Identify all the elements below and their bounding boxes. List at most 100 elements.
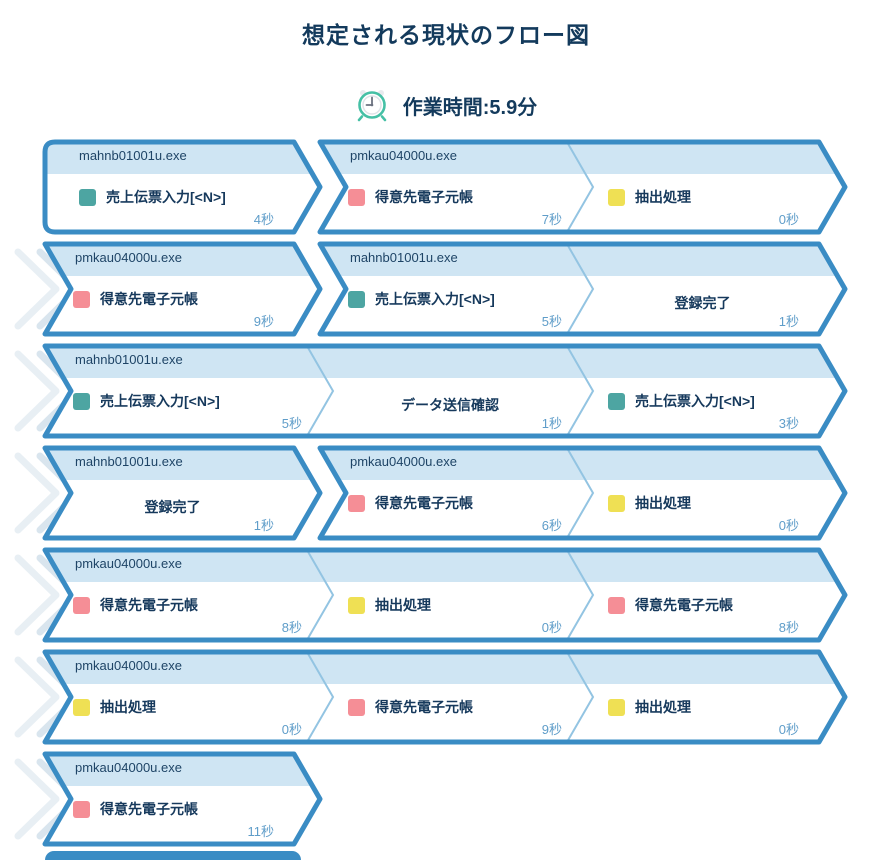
exe-name: mahnb01001u.exe	[79, 148, 187, 163]
teal-square-icon	[348, 290, 365, 308]
step-label: 得意先電子元帳	[100, 597, 198, 613]
step-duration: 0秒	[541, 620, 562, 635]
flow-step: 抽出処理	[608, 697, 691, 717]
page-title: 想定される現状のフロー図	[302, 22, 590, 48]
step-label: 売上伝票入力[<N>]	[635, 393, 755, 409]
flow-step: 売上伝票入力[<N>]	[79, 187, 226, 207]
work-time-row: 作業時間:5.9分	[0, 88, 892, 122]
pink-square-icon	[73, 800, 90, 818]
step-label: 得意先電子元帳	[100, 801, 198, 817]
step-label: 得意先電子元帳	[375, 189, 473, 205]
flow-step-group: mahnb01001u.exe 売上伝票入力[<N>] 5秒 データ送信確認 1秒 売上伝…	[42, 343, 848, 439]
exe-name: pmkau04000u.exe	[350, 454, 457, 469]
step-duration: 4秒	[253, 212, 274, 227]
step-duration: 1秒	[778, 314, 799, 329]
flow-step-group: pmkau04000u.exe 得意先電子元帳 9秒	[42, 241, 323, 337]
flow-step-shape	[42, 445, 323, 541]
step-duration: 1秒	[541, 416, 562, 431]
exe-name: pmkau04000u.exe	[75, 250, 182, 265]
step-label: 売上伝票入力[<N>]	[106, 189, 226, 205]
step-label: データ送信確認	[401, 397, 499, 413]
step-duration: 9秒	[253, 314, 274, 329]
work-time-text: 作業時間:5.9分	[402, 96, 538, 119]
step-duration: 0秒	[778, 212, 799, 227]
flow-step: 抽出処理	[73, 697, 156, 717]
step-label: 抽出処理	[635, 495, 691, 511]
pink-square-icon	[348, 188, 365, 206]
flow-step-shape	[317, 445, 848, 541]
step-label: 抽出処理	[100, 699, 156, 715]
step-duration: 0秒	[778, 722, 799, 737]
pink-square-icon	[348, 494, 365, 512]
clock-icon	[357, 90, 387, 122]
flow-step: 得意先電子元帳	[608, 595, 733, 615]
step-duration: 6秒	[541, 518, 562, 533]
step-duration: 11秒	[247, 824, 275, 839]
flow-step-shape	[42, 751, 323, 847]
partial-next-step-top	[45, 851, 301, 860]
pink-square-icon	[73, 290, 90, 308]
step-duration: 8秒	[778, 620, 799, 635]
step-label: 売上伝票入力[<N>]	[100, 393, 220, 409]
step-label: 得意先電子元帳	[375, 495, 473, 511]
pink-square-icon	[348, 698, 365, 716]
flow-step: 得意先電子元帳	[73, 289, 198, 309]
yellow-square-icon	[348, 596, 365, 614]
flow-step-shape	[42, 649, 848, 745]
step-duration: 3秒	[778, 416, 799, 431]
flow-step: 抽出処理	[608, 493, 691, 513]
flow-step-group: pmkau04000u.exe 抽出処理 0秒 得意先電子元帳 9秒 抽出処理 0秒	[42, 649, 848, 745]
flow-step-shape	[42, 241, 323, 337]
exe-name: pmkau04000u.exe	[75, 658, 182, 673]
flow-step: 得意先電子元帳	[73, 595, 198, 615]
teal-square-icon	[73, 392, 90, 410]
step-label: 抽出処理	[635, 189, 691, 205]
flow-step: 得意先電子元帳	[348, 697, 473, 717]
flow-step: 得意先電子元帳	[348, 493, 473, 513]
teal-square-icon	[79, 188, 96, 206]
step-duration: 1秒	[253, 518, 274, 533]
step-duration: 5秒	[541, 314, 562, 329]
flow-step: 売上伝票入力[<N>]	[608, 391, 755, 411]
exe-name: pmkau04000u.exe	[75, 760, 182, 775]
exe-name: pmkau04000u.exe	[75, 556, 182, 571]
step-label: 売上伝票入力[<N>]	[375, 291, 495, 307]
flow-step: 売上伝票入力[<N>]	[348, 289, 495, 309]
yellow-square-icon	[608, 494, 625, 512]
yellow-square-icon	[608, 188, 625, 206]
teal-square-icon	[608, 392, 625, 410]
flow-step-shape	[42, 547, 848, 643]
flow-step-shape	[42, 139, 323, 235]
pink-square-icon	[608, 596, 625, 614]
step-duration: 9秒	[541, 722, 562, 737]
step-duration: 0秒	[281, 722, 302, 737]
step-duration: 8秒	[281, 620, 302, 635]
step-label: 得意先電子元帳	[635, 597, 733, 613]
exe-name: mahnb01001u.exe	[75, 454, 183, 469]
flow-step-shape	[317, 139, 848, 235]
flow-step-group: pmkau04000u.exe 得意先電子元帳 7秒 抽出処理 0秒	[317, 139, 848, 235]
step-label: 登録完了	[144, 499, 201, 515]
exe-name: pmkau04000u.exe	[350, 148, 457, 163]
flow-step-group: mahnb01001u.exe 登録完了 1秒	[42, 445, 323, 541]
exe-name: mahnb01001u.exe	[75, 352, 183, 367]
flow-step-group: pmkau04000u.exe 得意先電子元帳 11秒	[42, 751, 323, 847]
yellow-square-icon	[73, 698, 90, 716]
flow-step: 得意先電子元帳	[348, 187, 473, 207]
flow-step: 抽出処理	[608, 187, 691, 207]
step-label: 抽出処理	[375, 597, 431, 613]
yellow-square-icon	[608, 698, 625, 716]
step-label: 得意先電子元帳	[100, 291, 198, 307]
flow-step: 得意先電子元帳	[73, 799, 198, 819]
exe-name: mahnb01001u.exe	[350, 250, 458, 265]
step-label: 抽出処理	[635, 699, 691, 715]
flow-step-group: pmkau04000u.exe 得意先電子元帳 8秒 抽出処理 0秒 得意先電子元帳 8秒	[42, 547, 848, 643]
step-duration: 5秒	[281, 416, 302, 431]
flow-step: 売上伝票入力[<N>]	[73, 391, 220, 411]
step-duration: 7秒	[541, 212, 562, 227]
flow-step-group: mahnb01001u.exe 売上伝票入力[<N>] 4秒	[42, 139, 323, 235]
step-label: 得意先電子元帳	[375, 699, 473, 715]
